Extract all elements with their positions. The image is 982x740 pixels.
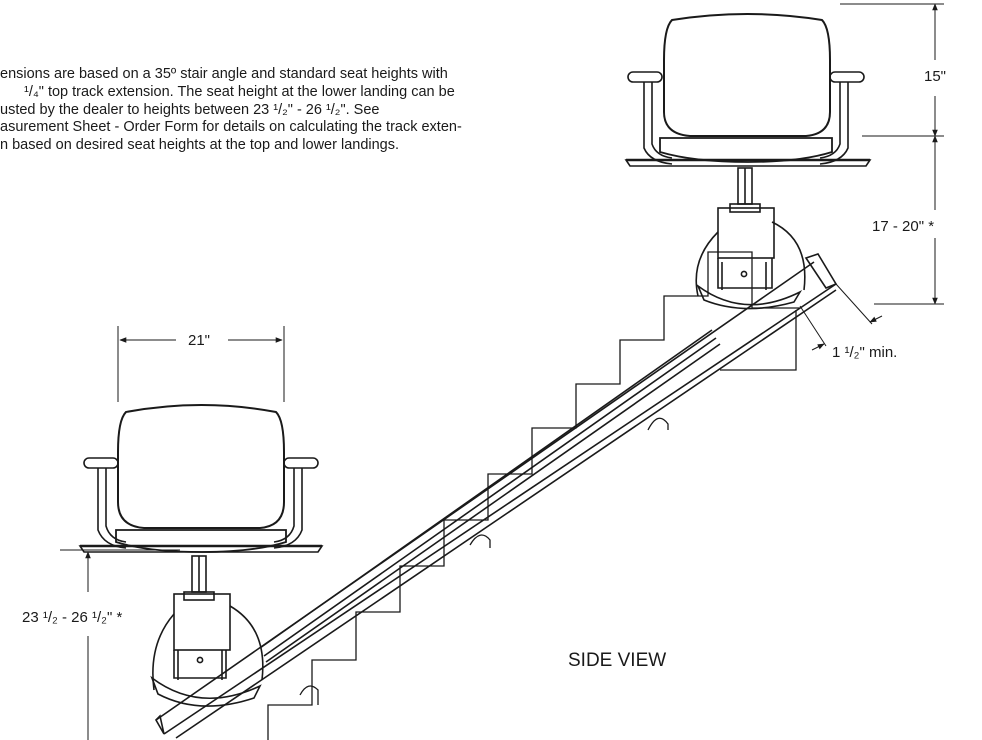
lower-chair-backrest <box>117 404 285 529</box>
note-line: ¹/₄" top track extension. The seat heigh… <box>24 83 455 100</box>
lower-chair <box>78 404 324 707</box>
staircase <box>267 251 800 740</box>
rail-track <box>155 253 838 739</box>
note-line: usted by the dealer to heights between 2… <box>0 101 380 118</box>
dimension-note: ensions are based on a 35º stair angle a… <box>0 66 600 155</box>
dim-track-clearance: 1 ¹/₂" min. <box>832 344 897 361</box>
top-chair-backrest <box>663 13 831 137</box>
dim-top-backrest-height: 15" <box>924 68 946 85</box>
top-chair <box>624 13 872 310</box>
note-line: asurement Sheet - Order Form for details… <box>0 119 462 136</box>
dim-lower-seat-height: 23 ¹/₂ - 26 ¹/₂" * <box>22 609 122 626</box>
dimension-lines <box>60 3 944 740</box>
view-label: SIDE VIEW <box>568 650 666 671</box>
note-line: ensions are based on a 35º stair angle a… <box>0 66 448 82</box>
dim-seat-width: 21" <box>188 332 210 349</box>
dim-top-seat-height: 17 - 20" * <box>872 218 934 235</box>
note-line: n based on desired seat heights at the t… <box>0 137 400 154</box>
